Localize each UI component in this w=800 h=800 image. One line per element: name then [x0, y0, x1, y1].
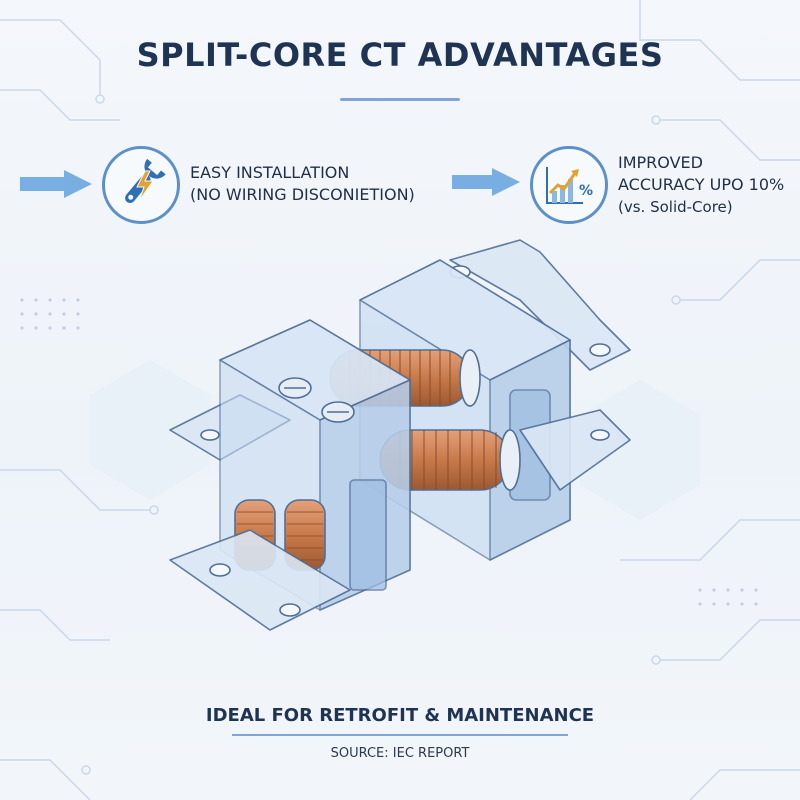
title-underline	[340, 98, 460, 101]
arrow-right-icon	[452, 168, 520, 196]
feature-icon-circle: %	[530, 146, 608, 224]
page-title: SPLIT-CORE CT ADVANTAGES	[136, 36, 664, 74]
growth-chart-percent-icon: %	[546, 167, 593, 204]
feature-line: IMPROVED	[618, 153, 703, 172]
feature-line: (vs. Solid-Core)	[618, 198, 733, 216]
source-note: SOURCE: IEC REPORT	[330, 746, 470, 761]
tagline-underline	[232, 734, 568, 736]
arrow-right-icon	[20, 170, 92, 198]
feature-icon-circle	[102, 146, 180, 224]
feature-line: (NO WIRING DISCONIETION)	[190, 185, 415, 204]
feature-line: ACCURACY UPO 10%	[618, 175, 785, 194]
split-core-ct-illustration	[169, 239, 631, 631]
wrench-lightning-icon	[125, 158, 166, 204]
tagline: IDEAL FOR RETROFIT & MAINTENANCE	[205, 705, 595, 726]
feature-label: EASY INSTALLATION (NO WIRING DISCONIETIO…	[190, 162, 415, 206]
feature-line: EASY INSTALLATION	[190, 163, 350, 182]
percent-glyph: %	[579, 183, 593, 199]
feature-label: IMPROVED ACCURACY UPO 10% (vs. Solid-Cor…	[618, 152, 784, 218]
